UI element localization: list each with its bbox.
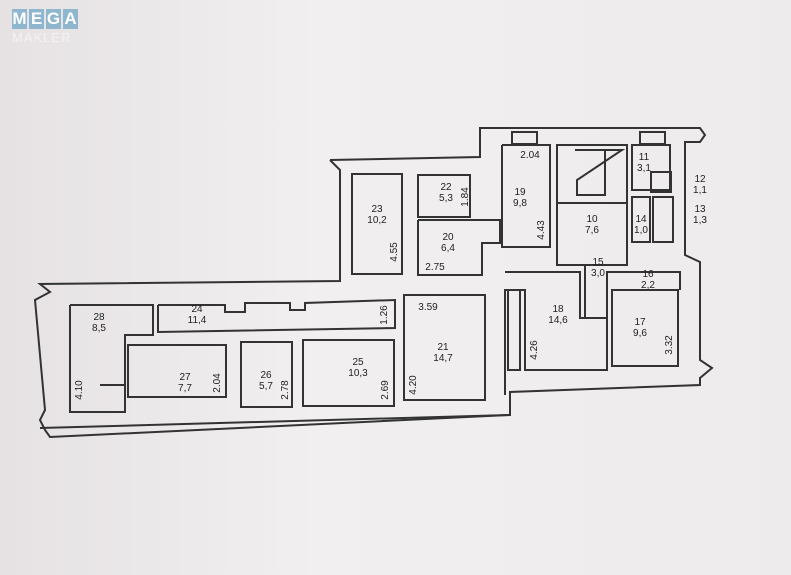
room-12-area: 1,1 bbox=[693, 185, 707, 196]
room-19-id: 19 bbox=[514, 187, 526, 198]
room-28-outline bbox=[69, 304, 154, 413]
room-24-id: 24 bbox=[191, 304, 203, 315]
room-13-id: 13 bbox=[694, 204, 706, 215]
room-15-area: 3,0 bbox=[591, 268, 605, 279]
room-10-outline bbox=[556, 144, 628, 266]
window bbox=[639, 131, 666, 145]
walls bbox=[33, 127, 714, 439]
stairs bbox=[575, 149, 626, 196]
room-28-area: 8,5 bbox=[92, 323, 106, 334]
dimension-d27: 2.04 bbox=[212, 373, 223, 393]
dimension-d24: 1.26 bbox=[379, 305, 390, 325]
room-15-outline bbox=[584, 265, 681, 319]
outer-wall bbox=[33, 127, 714, 439]
room-15-id: 15 bbox=[592, 257, 604, 268]
dimension-d28: 4.10 bbox=[74, 380, 85, 400]
room-13-outline bbox=[652, 196, 674, 243]
dimension-d19_top: 2.04 bbox=[520, 150, 540, 161]
wall-line bbox=[39, 414, 511, 429]
dimension-d26: 2.78 bbox=[280, 380, 291, 400]
room-23-area: 10,2 bbox=[367, 215, 387, 226]
room-22-area: 5,3 bbox=[439, 193, 453, 204]
room-26-area: 5,7 bbox=[259, 381, 273, 392]
dimension-d19_side: 4.43 bbox=[536, 220, 547, 240]
room-13-area: 1,3 bbox=[693, 215, 707, 226]
room-11-area: 3,1 bbox=[637, 163, 651, 174]
room-22-id: 22 bbox=[440, 182, 452, 193]
dimension-d18: 4.26 bbox=[529, 340, 540, 360]
room-18-area: 14,6 bbox=[548, 315, 568, 326]
room-14-area: 1,0 bbox=[634, 225, 648, 236]
room-25-id: 25 bbox=[352, 357, 364, 368]
room-26-outline bbox=[240, 341, 293, 408]
room-20-id: 20 bbox=[442, 232, 454, 243]
room-19-area: 9,8 bbox=[513, 198, 527, 209]
dimension-d21_top: 3.59 bbox=[418, 302, 438, 313]
room-16-area: 2,2 bbox=[641, 280, 655, 291]
dimension-d21_side: 4.20 bbox=[408, 375, 419, 395]
logo-letter: G bbox=[46, 9, 61, 29]
room-17-outline bbox=[611, 289, 679, 367]
room-21-outline bbox=[403, 294, 486, 401]
room-18-id: 18 bbox=[552, 304, 564, 315]
dimension-labels: 2.04 4.43 1.84 2.75 4.55 3.59 4.20 4.26 3.32 1.26… bbox=[74, 150, 675, 400]
window bbox=[511, 131, 538, 145]
room-14-id: 14 bbox=[635, 214, 647, 225]
dimension-d25: 2.69 bbox=[380, 380, 391, 400]
room-10-id: 10 bbox=[586, 214, 598, 225]
dimension-d17: 3.32 bbox=[664, 335, 675, 355]
room-24-area: 11,4 bbox=[188, 315, 207, 326]
room-26-id: 26 bbox=[260, 370, 272, 381]
logo-letter: E bbox=[29, 9, 44, 29]
window bbox=[507, 289, 521, 371]
room-20-area: 6,4 bbox=[441, 243, 455, 254]
room-27-outline bbox=[127, 344, 227, 398]
logo-letter: M bbox=[12, 9, 27, 29]
room-22-outline bbox=[417, 174, 471, 218]
room-20-outline bbox=[417, 219, 501, 276]
room-25-outline bbox=[302, 339, 395, 407]
logo-makler: MAKLER bbox=[12, 30, 72, 45]
dimension-d22: 1.84 bbox=[460, 187, 471, 207]
room-10-area: 7,6 bbox=[585, 225, 599, 236]
room-28-id: 28 bbox=[93, 312, 105, 323]
room-23-id: 23 bbox=[371, 204, 383, 215]
room-12-outline bbox=[650, 171, 672, 193]
room-12-id: 12 bbox=[694, 174, 706, 185]
room-17-area: 9,6 bbox=[633, 328, 647, 339]
room-27-area: 7,7 bbox=[178, 383, 192, 394]
room-25-area: 10,3 bbox=[348, 368, 368, 379]
room-labels: 107,6 113,1 121,1 131,3 141,0 153,0 162,2 179,6… bbox=[92, 152, 707, 394]
room-24-outline bbox=[157, 298, 396, 334]
room-17-id: 17 bbox=[634, 317, 646, 328]
room-23-outline bbox=[351, 173, 403, 275]
room-21-area: 14,7 bbox=[433, 353, 453, 364]
room-21-id: 21 bbox=[437, 342, 449, 353]
dimension-d23: 4.55 bbox=[389, 242, 400, 262]
room-11-id: 11 bbox=[639, 152, 650, 163]
room-16-id: 16 bbox=[642, 269, 654, 280]
room-14-outline bbox=[631, 196, 651, 243]
logo-letter: A bbox=[63, 9, 78, 29]
dimension-d20: 2.75 bbox=[425, 262, 445, 273]
room-27-id: 27 bbox=[179, 372, 191, 383]
